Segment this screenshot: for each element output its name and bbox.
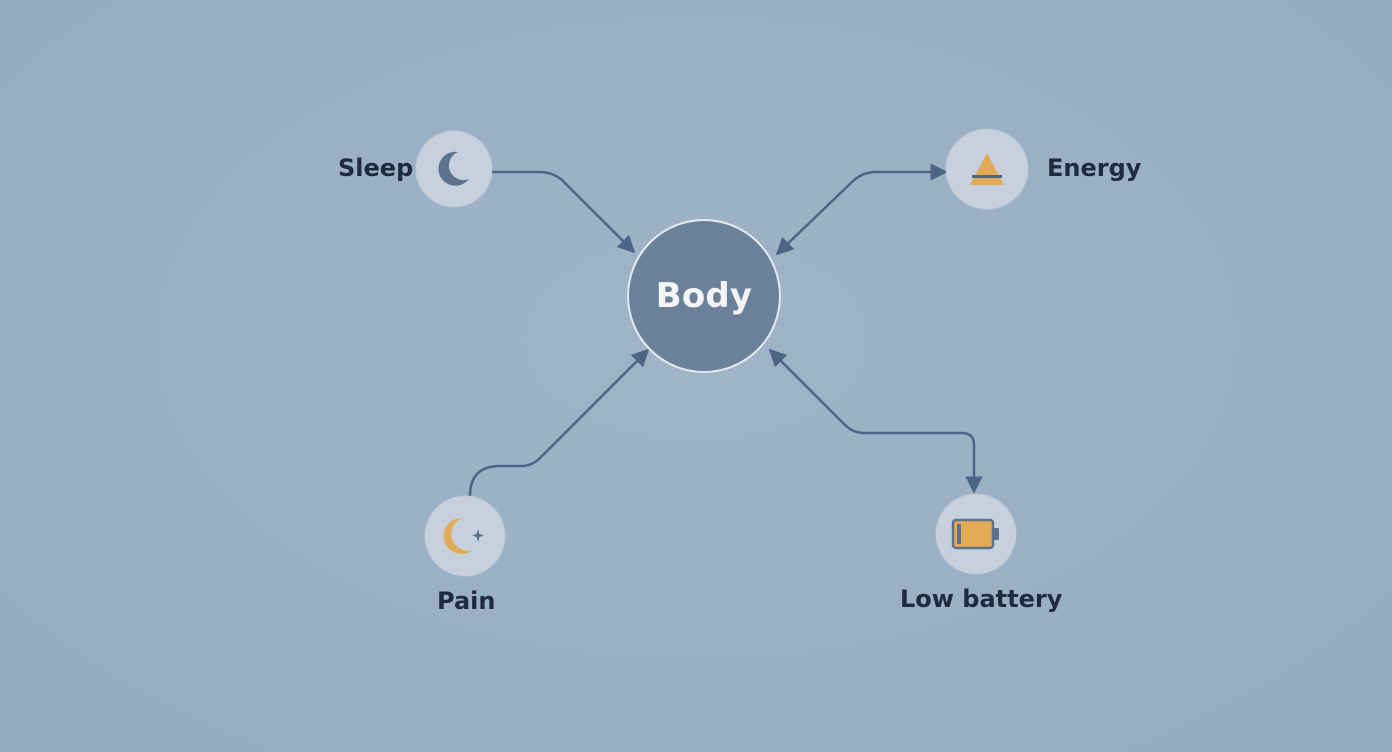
pain-node [425,496,505,576]
energy-label: Energy [1047,154,1142,182]
low-battery-label: Low battery [900,585,1063,613]
edge-pain-to-body [468,348,650,497]
crescent-moon-icon [438,151,469,186]
moon-star-icon [443,517,484,554]
body-label: Body [655,276,753,316]
pain-label: Pain [437,587,496,615]
battery-icon [951,518,999,550]
sleep-label: Sleep [338,154,414,182]
energy-node [946,129,1028,209]
body-node: Body [627,219,781,373]
low-battery-node [936,494,1016,574]
edge-energy-to-body [775,163,948,256]
sleep-node [416,131,492,207]
edge-body-to-low-battery [768,348,983,494]
edge-sleep-to-body [492,170,636,254]
warning-triangle-icon [970,153,1004,185]
